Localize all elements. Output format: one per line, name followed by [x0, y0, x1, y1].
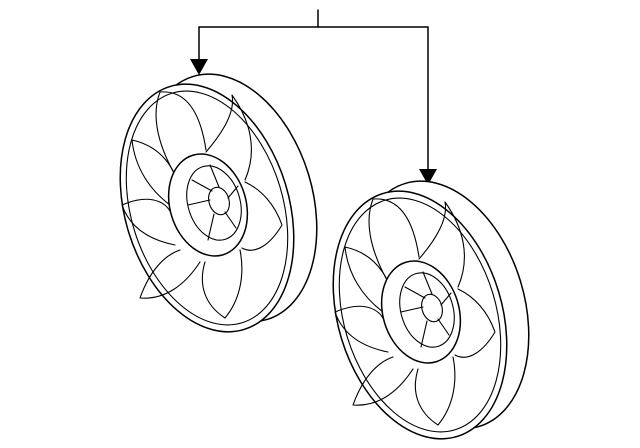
fan-left-blades	[121, 91, 283, 319]
cooling-fan-right	[332, 180, 530, 440]
fan-right-hub-outer	[380, 260, 462, 364]
fan-left-blade	[205, 94, 252, 181]
fan-left-hub-ring	[186, 165, 242, 241]
fan-right-blade	[344, 246, 392, 313]
fan-left-blade	[121, 198, 176, 246]
cooling-fan-left	[119, 73, 318, 333]
fan-left-hub-ribs	[187, 164, 239, 241]
fan-right-blade	[368, 198, 420, 288]
arrow-left-icon	[190, 59, 208, 75]
fan-right-blade	[414, 356, 456, 426]
fan-right-blade	[454, 288, 496, 358]
fan-left-blade	[155, 91, 207, 181]
arrow-right-icon	[419, 169, 437, 185]
fan-left-blade	[241, 181, 283, 251]
fan-right-blade	[352, 356, 414, 406]
fan-right-hub-ribs	[400, 271, 452, 348]
fan-left-blade	[139, 249, 201, 299]
callout-leader	[190, 9, 437, 185]
fan-right-blades	[334, 198, 496, 426]
fan-right-blade	[334, 305, 389, 353]
fan-left-hub-outer	[167, 153, 249, 257]
fan-right-hub-ring	[399, 272, 455, 348]
fan-left-blade	[131, 139, 179, 206]
fan-left-blade	[201, 249, 243, 319]
fan-right-blade	[418, 201, 465, 288]
